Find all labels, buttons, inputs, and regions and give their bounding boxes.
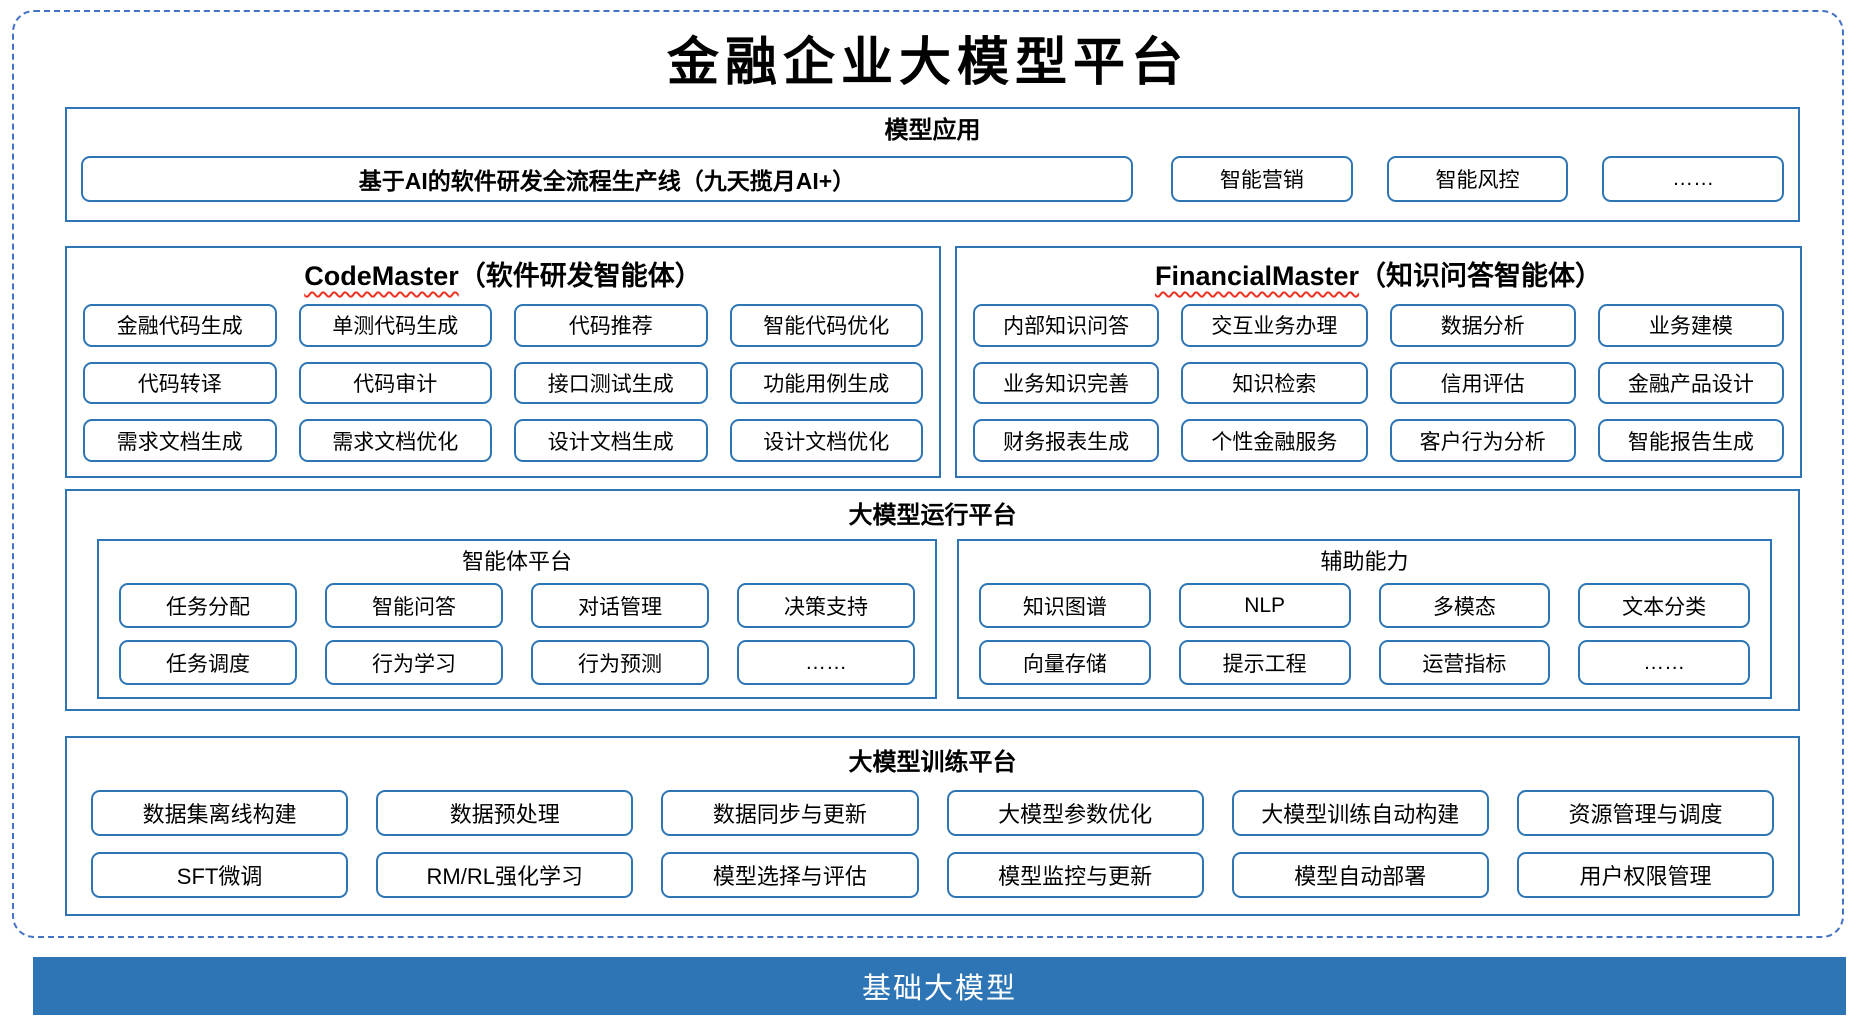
capability-box: 交互业务办理 bbox=[1181, 304, 1368, 347]
capability-box: 数据集离线构建 bbox=[91, 790, 349, 836]
capability-box: 内部知识问答 bbox=[973, 304, 1160, 347]
capability-box: …… bbox=[1578, 640, 1750, 685]
capability-box: 数据同步与更新 bbox=[661, 790, 919, 836]
capability-box: 决策支持 bbox=[737, 583, 915, 628]
financialmaster-title-zh: （知识问答智能体） bbox=[1359, 261, 1603, 291]
capability-box: …… bbox=[737, 640, 915, 685]
capability-box: 知识图谱 bbox=[979, 583, 1151, 628]
capability-box: 向量存储 bbox=[979, 640, 1151, 685]
section-codemaster: CodeMaster（软件研发智能体） 金融代码生成单测代码生成代码推荐智能代码… bbox=[65, 246, 941, 478]
button-row: 向量存储提示工程运营指标 …… bbox=[979, 640, 1750, 685]
capability-box: 接口测试生成 bbox=[514, 361, 708, 405]
button-row: 数据集离线构建数据预处理数据同步与更新大模型参数优化大模型训练自动构建资源管理与… bbox=[91, 790, 1775, 836]
codemaster-title-zh: （软件研发智能体） bbox=[458, 261, 702, 291]
capability-box: 智能代码优化 bbox=[729, 304, 923, 347]
button-row: 任务分配智能问答对话管理决策支持 bbox=[119, 583, 915, 628]
capability-box: 业务知识完善 bbox=[973, 361, 1160, 405]
section-model-applications: 模型应用 基于AI的软件研发全流程生产线（九天揽月AI+） 智能营销智能风控 …… bbox=[65, 107, 1800, 222]
capability-box: 大模型参数优化 bbox=[946, 790, 1204, 836]
capability-box: 数据分析 bbox=[1389, 304, 1576, 347]
button-row: 任务调度行为学习行为预测 …… bbox=[119, 640, 915, 685]
button-row: 金融代码生成单测代码生成代码推荐智能代码优化 bbox=[83, 304, 923, 347]
capability-box: 任务调度 bbox=[119, 640, 297, 685]
capability-box: 信用评估 bbox=[1389, 361, 1576, 405]
capability-box: 模型选择与评估 bbox=[661, 852, 919, 898]
capability-box: 财务报表生成 bbox=[973, 419, 1160, 463]
capability-box: 用户权限管理 bbox=[1516, 852, 1775, 898]
capability-box: 多模态 bbox=[1378, 583, 1551, 628]
capability-box: 金融产品设计 bbox=[1597, 361, 1784, 405]
capability-box: 智能报告生成 bbox=[1597, 419, 1784, 463]
codemaster-title: CodeMaster（软件研发智能体） bbox=[83, 256, 923, 296]
button-row: 财务报表生成个性金融服务客户行为分析智能报告生成 bbox=[973, 419, 1784, 463]
capability-box: 行为预测 bbox=[531, 640, 709, 685]
aux-ability-title: 辅助能力 bbox=[1320, 549, 1409, 574]
capability-box: 行为学习 bbox=[325, 640, 503, 685]
capability-box: 个性金融服务 bbox=[1181, 419, 1368, 463]
foundation-model-bar: 基础大模型 bbox=[33, 957, 1846, 1015]
capability-box: 模型自动部署 bbox=[1231, 852, 1489, 898]
page-title: 金融企业大模型平台 bbox=[666, 32, 1189, 93]
capability-box: 资源管理与调度 bbox=[1516, 790, 1775, 836]
capability-box: 业务建模 bbox=[1597, 304, 1784, 347]
capability-box: RM/RL强化学习 bbox=[376, 852, 634, 898]
button-row: 内部知识问答交互业务办理数据分析业务建模 bbox=[973, 304, 1784, 347]
capability-box: 需求文档生成 bbox=[83, 419, 277, 463]
capability-box: 任务分配 bbox=[119, 583, 297, 628]
button-row: 知识图谱 NLP 多模态文本分类 bbox=[979, 583, 1750, 628]
subsection-aux-ability: 辅助能力 知识图谱 NLP 多模态文本分类向量存储提示工程运营指标 …… bbox=[957, 539, 1772, 699]
capability-box: 智能问答 bbox=[325, 583, 503, 628]
codemaster-title-en: CodeMaster bbox=[304, 261, 459, 291]
capability-box: SFT微调 bbox=[91, 852, 349, 898]
section-title-runtime: 大模型运行平台 bbox=[848, 502, 1017, 529]
capability-box: 代码推荐 bbox=[514, 304, 708, 347]
capability-box: 单测代码生成 bbox=[298, 304, 492, 347]
training-grid: 数据集离线构建数据预处理数据同步与更新大模型参数优化大模型训练自动构建资源管理与… bbox=[91, 790, 1775, 898]
capability-box: 大模型训练自动构建 bbox=[1231, 790, 1489, 836]
capability-box: 代码审计 bbox=[298, 361, 492, 405]
subsection-agent-platform: 智能体平台 任务分配智能问答对话管理决策支持任务调度行为学习行为预测…… bbox=[97, 539, 937, 699]
agent-platform-grid: 任务分配智能问答对话管理决策支持任务调度行为学习行为预测…… bbox=[119, 583, 915, 685]
capability-box: …… bbox=[1602, 156, 1785, 202]
capability-box: 客户行为分析 bbox=[1389, 419, 1576, 463]
button-row: SFT微调 RM/RL强化学习模型选择与评估模型监控与更新模型自动部署用户权限管理 bbox=[91, 852, 1775, 898]
button-row: 代码转译代码审计接口测试生成功能用例生成 bbox=[83, 361, 923, 405]
financialmaster-grid: 内部知识问答交互业务办理数据分析业务建模业务知识完善知识检索信用评估金融产品设计… bbox=[973, 304, 1784, 463]
button-row: 智能营销智能风控 …… bbox=[1171, 156, 1785, 202]
codemaster-grid: 金融代码生成单测代码生成代码推荐智能代码优化代码转译代码审计接口测试生成功能用例… bbox=[83, 304, 923, 463]
capability-box: 金融代码生成 bbox=[83, 304, 277, 347]
capability-box: 模型监控与更新 bbox=[946, 852, 1204, 898]
capability-box: 功能用例生成 bbox=[729, 361, 923, 405]
financialmaster-title: FinancialMaster（知识问答智能体） bbox=[973, 256, 1784, 296]
capability-box: 需求文档优化 bbox=[298, 419, 492, 463]
capability-box: 设计文档生成 bbox=[514, 419, 708, 463]
section-training-platform: 大模型训练平台 数据集离线构建数据预处理数据同步与更新大模型参数优化大模型训练自… bbox=[65, 736, 1800, 916]
capability-box: 代码转译 bbox=[83, 361, 277, 405]
capability-box: 文本分类 bbox=[1578, 583, 1750, 628]
section-financialmaster: FinancialMaster（知识问答智能体） 内部知识问答交互业务办理数据分… bbox=[955, 246, 1802, 478]
capability-box: NLP bbox=[1178, 583, 1351, 628]
section-title-model-applications: 模型应用 bbox=[884, 117, 981, 144]
capability-box: 对话管理 bbox=[531, 583, 709, 628]
foundation-model-label: 基础大模型 bbox=[861, 973, 1017, 1005]
aux-ability-grid: 知识图谱 NLP 多模态文本分类向量存储提示工程运营指标 …… bbox=[979, 583, 1750, 685]
capability-box: 智能营销 bbox=[1171, 156, 1353, 202]
button-row: 需求文档生成需求文档优化设计文档生成设计文档优化 bbox=[83, 419, 923, 463]
capability-box: 智能风控 bbox=[1386, 156, 1569, 202]
financialmaster-title-en: FinancialMaster bbox=[1154, 261, 1360, 291]
capability-box: 设计文档优化 bbox=[729, 419, 923, 463]
agent-platform-title: 智能体平台 bbox=[461, 549, 572, 574]
model-app-items: 智能营销智能风控 …… bbox=[1171, 156, 1785, 202]
section-runtime-platform: 大模型运行平台 智能体平台 任务分配智能问答对话管理决策支持任务调度行为学习行为… bbox=[65, 489, 1800, 711]
button-row: 业务知识完善知识检索信用评估金融产品设计 bbox=[973, 361, 1784, 405]
section-title-training: 大模型训练平台 bbox=[848, 749, 1017, 776]
capability-box: 数据预处理 bbox=[376, 790, 634, 836]
capability-box: 提示工程 bbox=[1178, 640, 1351, 685]
capability-box: 运营指标 bbox=[1378, 640, 1551, 685]
model-app-row: 基于AI的软件研发全流程生产线（九天揽月AI+） 智能营销智能风控 …… bbox=[81, 156, 1785, 202]
capability-box: 知识检索 bbox=[1181, 361, 1368, 405]
pipeline-box: 基于AI的软件研发全流程生产线（九天揽月AI+） bbox=[81, 156, 1133, 202]
